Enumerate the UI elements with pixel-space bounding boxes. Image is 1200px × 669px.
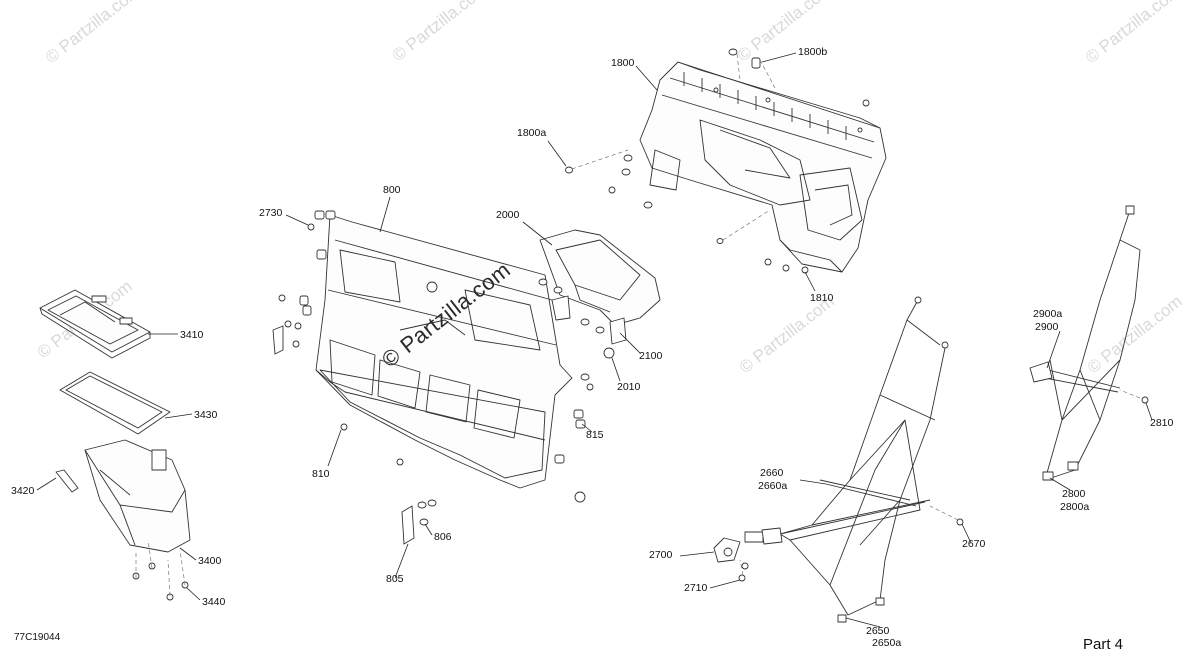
fastener-group: [272, 210, 594, 503]
callout-label: 3410: [180, 329, 204, 341]
callout-label: 1800a: [517, 127, 547, 139]
callout-label: 2000: [496, 209, 520, 221]
callout-label: 2800: [1062, 488, 1086, 500]
callout-label: 2660: [760, 467, 784, 479]
callout-label: 2650: [866, 625, 890, 637]
explode-lines: [135, 53, 1141, 597]
callout-label: 2730: [259, 207, 283, 219]
storage-bin-part: [84, 439, 191, 553]
callout-label: 2700: [649, 549, 673, 561]
callout-label: 810: [312, 468, 330, 480]
latch-part: [55, 469, 79, 493]
callout-label: 1810: [810, 292, 834, 304]
storage-lid-part: [39, 289, 151, 359]
catalog-code: 77C19044: [14, 632, 61, 643]
rear-cargo-panel-part: [639, 61, 887, 273]
callout-label: 2710: [684, 582, 708, 594]
fastener-group: [132, 562, 189, 601]
leader-lines: [36, 52, 1153, 628]
callout-label: 806: [434, 531, 452, 543]
mount-bracket-part: [401, 499, 437, 545]
callout-label: 2900: [1035, 321, 1059, 333]
seal-part: [59, 371, 171, 435]
callout-label: 815: [586, 429, 604, 441]
callout-label: 2800a: [1060, 501, 1090, 513]
page-label: Part 4: [1083, 636, 1124, 653]
callout-label: 3440: [202, 596, 226, 608]
callout-label: 3420: [11, 485, 35, 497]
panel-frame-part: [539, 229, 661, 326]
callout-label: 2650a: [872, 637, 902, 649]
callout-label: 1800b: [798, 46, 828, 58]
main-panel-part: [315, 214, 573, 489]
hinge-bracket-group: [538, 278, 627, 359]
callout-label: 1800: [611, 57, 635, 69]
door-handle-part: [713, 518, 964, 623]
callout-label: 805: [386, 573, 404, 585]
callout-label: 2670: [962, 538, 986, 550]
fastener-group: [565, 48, 870, 274]
callout-label: 2010: [617, 381, 641, 393]
door-net-part: [744, 296, 949, 616]
callout-label: 3430: [194, 409, 218, 421]
callout-label: 3400: [198, 555, 222, 567]
callout-label: 2660a: [758, 480, 788, 492]
callout-label: 2810: [1150, 417, 1174, 429]
callout-label: 2900a: [1033, 308, 1063, 320]
callout-label: 800: [383, 184, 401, 196]
callout-label: 2100: [639, 350, 663, 362]
side-net-part: [1029, 205, 1149, 481]
